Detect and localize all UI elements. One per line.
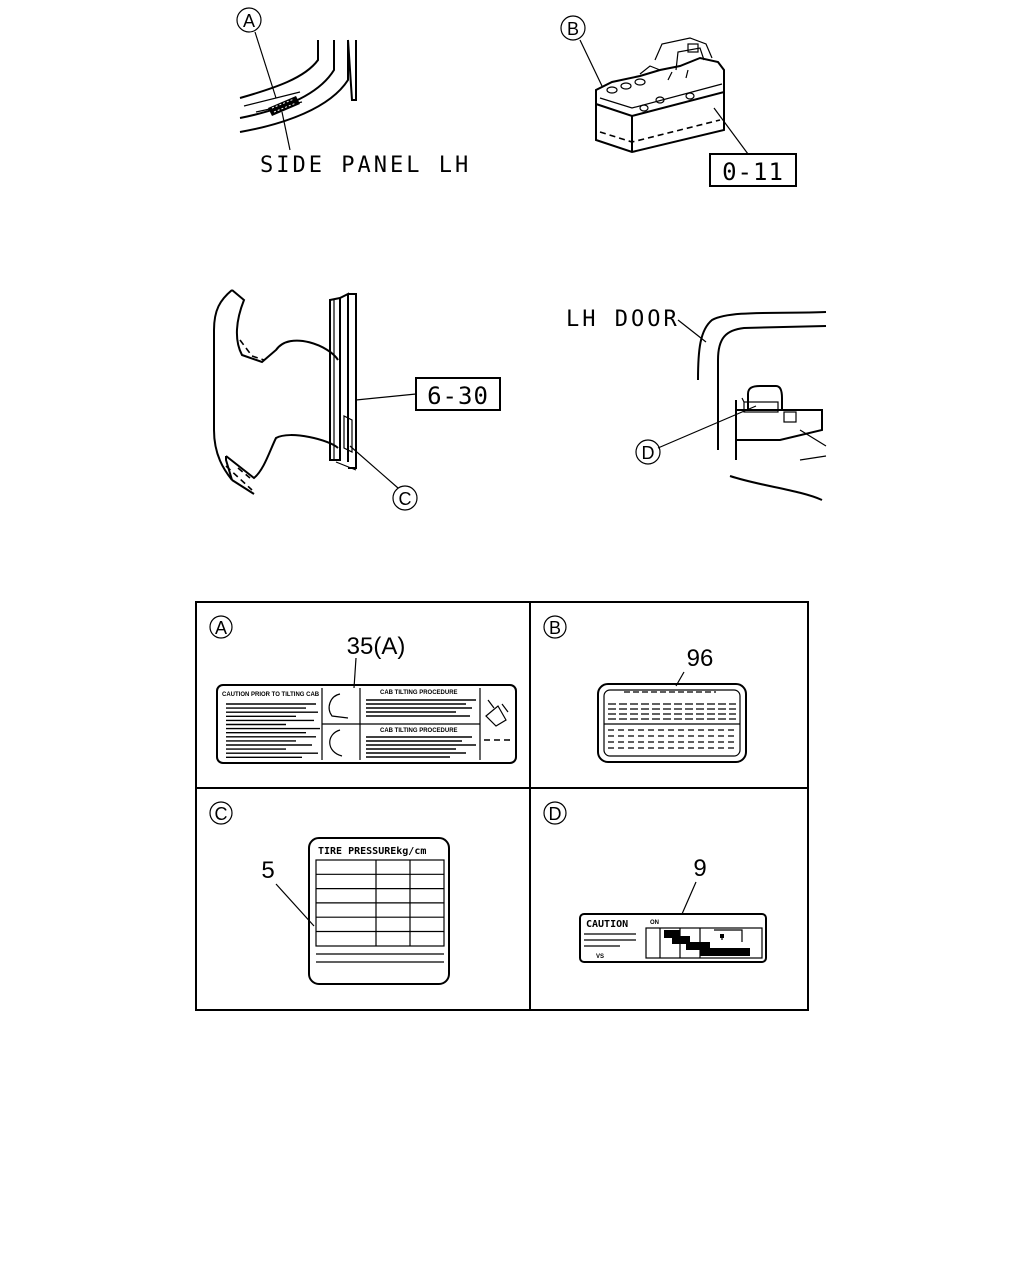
callout-c-mid: C [349, 445, 418, 511]
part-number-5: 5 [261, 857, 274, 884]
panel-a-letter: A [215, 618, 227, 638]
side-panel-label: SIDE PANEL LH [260, 153, 471, 178]
tire-pressure-label[interactable]: TIRE PRESSUREkg/cm [308, 837, 450, 985]
label-patch-a [268, 96, 300, 116]
panel-d-letter: D [549, 804, 562, 824]
part-number-96: 96 [687, 645, 714, 672]
rear-panel-illustration [213, 289, 357, 495]
side-panel-illustration [239, 31, 357, 151]
panel-a: A 35(A) CAUTION PRIOR TO TILTING CAB CAB… [209, 615, 517, 764]
svg-text:CAUTION: CAUTION [586, 919, 628, 930]
callout-a-top: A [236, 7, 262, 33]
svg-text:CAB TILTING PROCEDURE: CAB TILTING PROCEDURE [380, 728, 458, 734]
panel-c-letter: C [215, 804, 228, 824]
svg-text:C: C [399, 489, 412, 509]
svg-text:CAUTION PRIOR TO TILTING CAB: CAUTION PRIOR TO TILTING CAB [222, 692, 320, 698]
svg-text:D: D [642, 443, 655, 463]
svg-text:VS: VS [596, 954, 604, 960]
lh-door-label: LH DOOR [566, 307, 680, 332]
panel-b: B 96 [543, 615, 747, 763]
svg-text:6-30: 6-30 [427, 382, 489, 410]
svg-text:ON: ON [650, 920, 659, 926]
svg-text:0-11: 0-11 [722, 158, 784, 186]
part-number-9: 9 [693, 855, 706, 882]
ref-box-0-11[interactable]: 0-11 [709, 153, 797, 187]
svg-text:B: B [567, 19, 579, 39]
label-96[interactable] [597, 683, 747, 763]
ref-box-6-30[interactable]: 6-30 [415, 377, 501, 411]
svg-text:TIRE PRESSUREkg/cm: TIRE PRESSUREkg/cm [318, 846, 426, 857]
svg-text:CAB TILTING PROCEDURE: CAB TILTING PROCEDURE [380, 690, 458, 696]
lh-door-illustration [697, 311, 827, 501]
svg-text:A: A [243, 11, 255, 31]
caution-label-35a[interactable]: CAUTION PRIOR TO TILTING CAB CAB TILTING… [216, 684, 517, 764]
leader-lh-door [677, 319, 707, 343]
callout-b-top: B [560, 15, 603, 87]
panel-d: D 9 CAUTION ON VS [543, 801, 767, 963]
callout-d-mid: D [635, 405, 757, 465]
panel-b-letter: B [549, 618, 561, 638]
panel-c: C 5 TIRE PRESSUREkg/cm [209, 801, 450, 985]
label-grid [195, 601, 809, 1011]
leader-6-30 [355, 393, 417, 401]
fuse-block-illustration [595, 37, 725, 154]
part-number-35a: 35(A) [347, 633, 406, 660]
caution-label-9[interactable]: CAUTION ON VS [579, 913, 767, 963]
leader-0-11 [713, 107, 749, 155]
